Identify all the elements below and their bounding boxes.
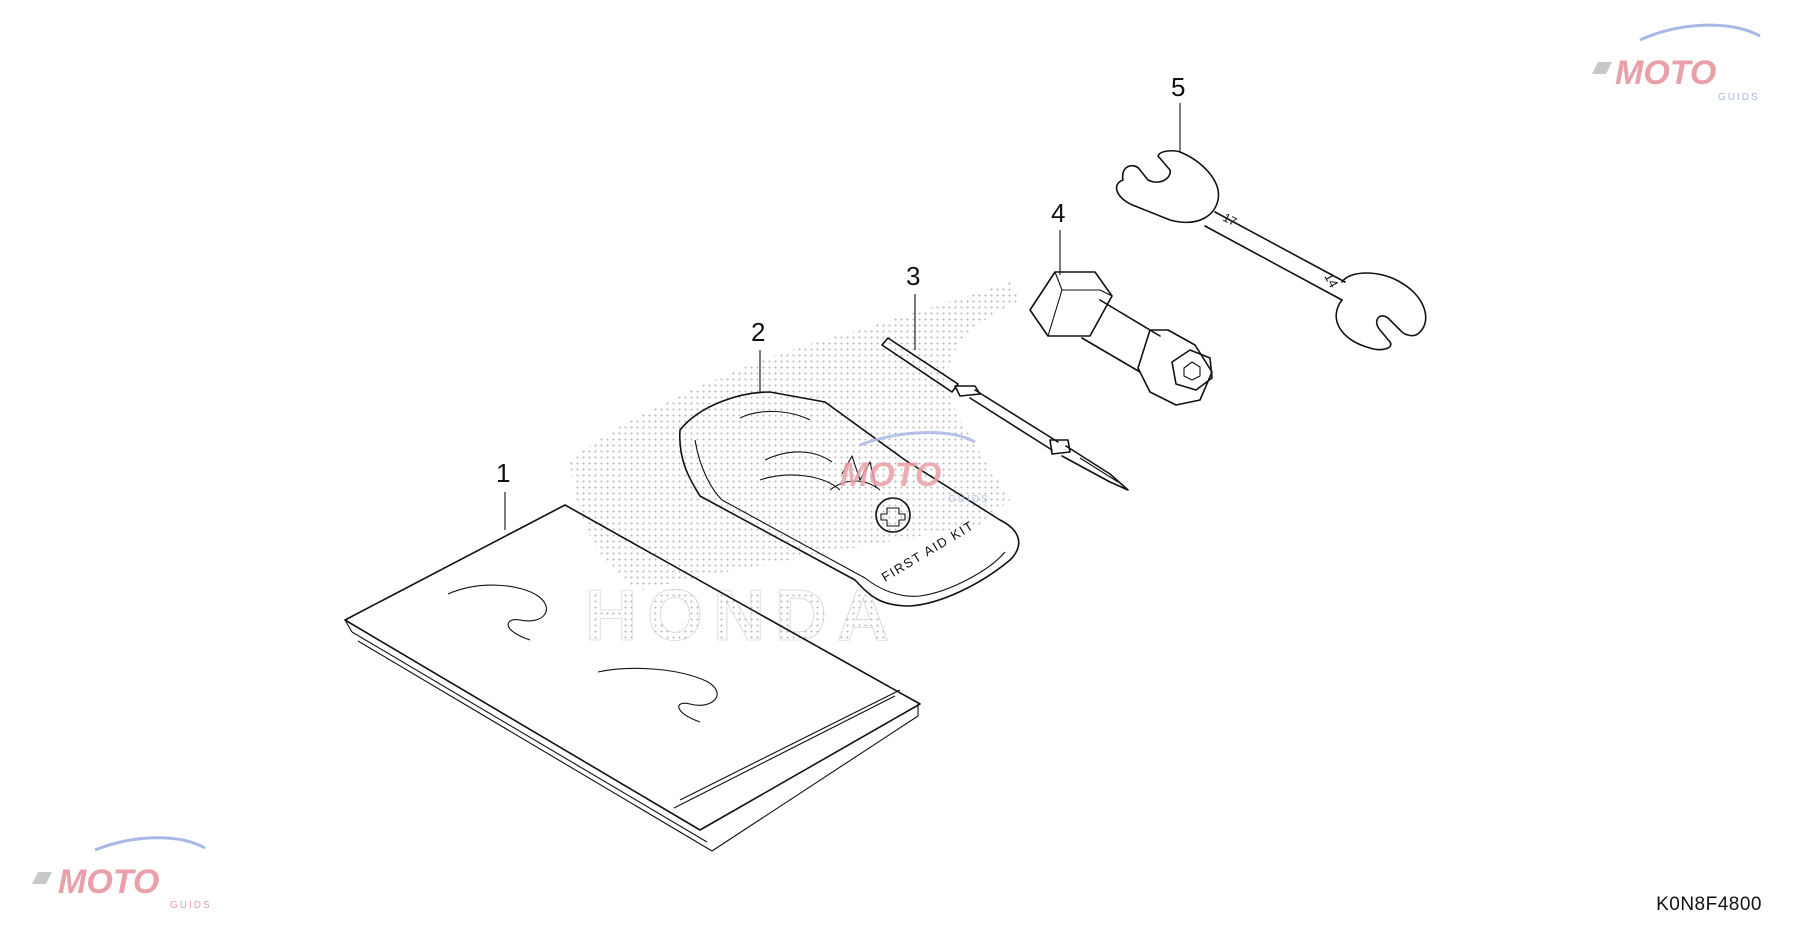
watermark-sub-top: GUIDS [1718, 92, 1760, 103]
callouts: 1 2 3 4 5 [496, 72, 1185, 530]
part-3-screwdriver [881, 337, 1129, 491]
watermark-top-right: MOTO GUIDS [1592, 23, 1761, 103]
callout-3: 3 [906, 261, 920, 291]
wrench-size-17: 17 [1221, 210, 1240, 229]
background-stipple: HONDA [570, 282, 1020, 656]
watermark-logo-top: MOTO [1615, 54, 1716, 92]
callout-5: 5 [1171, 72, 1185, 102]
part-4-socket-wrench [1029, 271, 1213, 406]
watermark-logo-center: MOTO [840, 456, 941, 494]
watermark-logo-bottom: MOTO [58, 863, 159, 901]
background-brand: HONDA [585, 576, 899, 656]
watermark-bottom-left: MOTO GUIDS [32, 836, 212, 911]
watermark-sub-bottom: GUIDS [170, 900, 212, 911]
callout-4: 4 [1051, 198, 1065, 228]
callout-2: 2 [751, 317, 765, 347]
wrench-size-14: 14 [1321, 270, 1341, 290]
watermark-center: MOTO GUIDS [840, 431, 990, 505]
part-1-manual [344, 504, 921, 852]
part-code: K0N8F4800 [1656, 894, 1762, 915]
part-5-open-end-wrench: 17 14 [1115, 150, 1427, 351]
watermark-sub-center: GUIDS [948, 494, 990, 505]
callout-1: 1 [496, 458, 510, 488]
